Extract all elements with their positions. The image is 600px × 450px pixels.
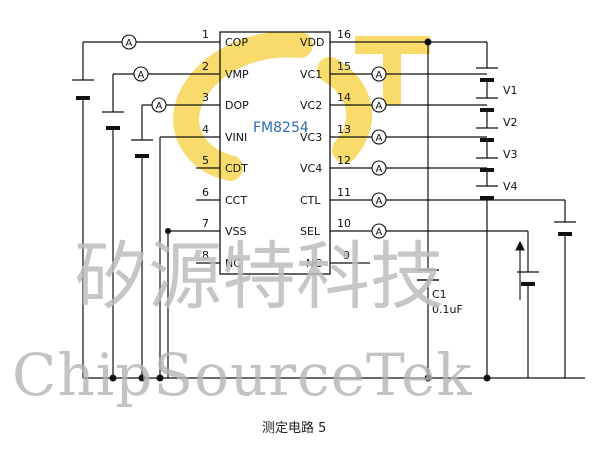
svg-text:V4: V4 xyxy=(503,180,518,193)
ammeter-label: A xyxy=(126,38,133,49)
variable-source-arrow xyxy=(515,240,525,300)
pin-number: 1 xyxy=(202,28,209,41)
pin-number: 3 xyxy=(202,91,209,104)
pin-label: DOP xyxy=(225,99,249,112)
left-pins: 1 COP 2 VMP 3 DOP 4 VINI 5 CDT 6 CCT 7 V… xyxy=(202,28,249,270)
pin-number: 9 xyxy=(343,249,350,262)
pin-label: VINI xyxy=(225,131,247,144)
pin-label: CCT xyxy=(225,194,247,207)
pin-label: VC4 xyxy=(300,162,322,175)
left-ammeters: A A A xyxy=(121,34,167,113)
pin-number: 4 xyxy=(202,123,209,136)
pin-label: VC2 xyxy=(300,99,322,112)
svg-text:A: A xyxy=(376,227,383,238)
svg-text:A: A xyxy=(376,101,383,112)
chip-name: FM8254 xyxy=(253,120,309,136)
pin-label: VC1 xyxy=(300,68,322,81)
ammeter-label: A xyxy=(156,101,163,112)
pin-number: 14 xyxy=(337,91,351,104)
right-ammeters: A A A A A A xyxy=(371,66,387,239)
svg-text:A: A xyxy=(376,196,383,207)
ammeter-label: A xyxy=(138,70,145,81)
pin-label: VC3 xyxy=(300,131,322,144)
pin-label: CTL xyxy=(300,194,321,207)
right-batteries xyxy=(476,67,576,286)
pin-label: SEL xyxy=(300,225,321,238)
pin-number: 13 xyxy=(337,123,351,136)
svg-text:V2: V2 xyxy=(503,116,518,129)
pin-label: NC xyxy=(225,257,241,270)
pin-number: 7 xyxy=(202,217,209,230)
watermark-english: ChipSourceTek xyxy=(12,341,473,409)
left-wiring xyxy=(82,41,585,379)
pin-label: CDT xyxy=(225,162,248,175)
left-batteries xyxy=(72,79,153,158)
pin-number: 2 xyxy=(202,60,209,73)
pin-label: VSS xyxy=(225,225,247,238)
logo-watermark xyxy=(173,31,430,181)
watermark-chinese: 矽源特科技 xyxy=(74,234,444,320)
figure-caption: 测定电路 5 xyxy=(262,420,326,436)
pin-label: VMP xyxy=(225,68,249,81)
pin-number: 11 xyxy=(337,186,351,199)
source-labels: V1 V2 V3 V4 xyxy=(503,84,518,193)
pin-number: 12 xyxy=(337,154,351,167)
pin-label: COP xyxy=(225,36,248,49)
pin-label: NC xyxy=(306,257,322,270)
svg-text:A: A xyxy=(376,164,383,175)
capacitor-name: C1 xyxy=(432,288,447,301)
pin-number: 5 xyxy=(202,154,209,167)
pin-label: VDD xyxy=(300,36,324,49)
pin-number: 10 xyxy=(337,217,351,230)
pin-number: 15 xyxy=(337,60,351,73)
chip-body xyxy=(219,31,331,275)
pin-number: 16 xyxy=(337,28,351,41)
svg-text:V1: V1 xyxy=(503,84,518,97)
pin-number: 6 xyxy=(202,186,209,199)
capacitor-c1: C1 0.1uF xyxy=(417,269,463,316)
capacitor-value: 0.1uF xyxy=(432,303,463,316)
svg-text:V3: V3 xyxy=(503,148,518,161)
right-wiring xyxy=(354,41,566,378)
svg-text:A: A xyxy=(376,70,383,81)
junction-dots xyxy=(109,38,491,382)
right-pins: 16 VDD 15 VC1 14 VC2 13 VC3 12 VC4 11 CT… xyxy=(300,28,351,270)
svg-text:A: A xyxy=(376,133,383,144)
pin-number: 8 xyxy=(202,249,209,262)
